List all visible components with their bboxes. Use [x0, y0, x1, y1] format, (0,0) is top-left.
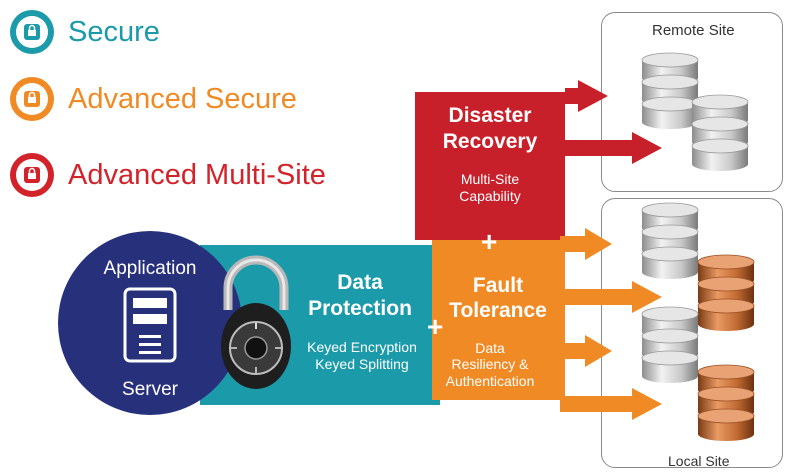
legend-advanced-multi-site: Advanced Multi-Site	[10, 153, 326, 197]
legend-label-advanced-secure: Advanced Secure	[68, 82, 297, 115]
disaster-recovery-sub-2: Capability	[459, 188, 521, 204]
server-label: Server	[122, 379, 178, 400]
legend-label-advanced-multi-site: Advanced Multi-Site	[68, 158, 326, 191]
data-protection-title-1: Data	[337, 271, 383, 294]
orange-arrow-1	[560, 228, 612, 260]
legend-advanced-secure: Advanced Secure	[10, 77, 297, 121]
data-protection-sub-2: Keyed Splitting	[315, 356, 409, 372]
plus-sign-middle: +	[427, 311, 444, 342]
database-icon	[697, 364, 755, 442]
database-icon	[641, 52, 699, 130]
legend-label-secure: Secure	[68, 15, 160, 48]
database-icon	[697, 254, 755, 332]
fault-tolerance-sub-1: Data	[475, 340, 505, 356]
server-icon	[123, 287, 177, 363]
fault-tolerance-block	[432, 240, 565, 400]
disaster-recovery-title-2: Recovery	[442, 130, 538, 153]
application-label: Application	[103, 258, 197, 279]
fault-tolerance-sub-3: Authentication	[445, 373, 535, 389]
fault-tolerance-title-1: Fault	[472, 274, 524, 297]
data-protection-title-2: Protection	[308, 297, 412, 320]
padlock-icon	[221, 255, 291, 389]
database-lock-icon	[10, 10, 54, 54]
disaster-recovery-sub-1: Multi-Site	[460, 171, 520, 187]
database-lock-icon	[10, 77, 54, 121]
plus-sign-top: +	[481, 226, 498, 257]
database-icon	[641, 306, 699, 384]
local-site-label: Local Site	[668, 453, 730, 469]
database-lock-icon	[10, 153, 54, 197]
disaster-recovery-title-1: Disaster	[448, 104, 532, 127]
remote-site-label: Remote Site	[652, 22, 735, 39]
database-icon	[641, 202, 699, 280]
data-protection-sub-1: Keyed Encryption	[307, 339, 417, 355]
red-arrow-lower	[565, 132, 662, 164]
legend-secure: Secure	[10, 10, 160, 54]
fault-tolerance-title-2: Tolerance	[449, 299, 547, 322]
orange-arrow-3	[560, 335, 612, 367]
disaster-recovery-block	[415, 92, 565, 240]
orange-arrow-4	[560, 388, 662, 420]
orange-arrow-2	[560, 281, 662, 313]
red-arrow-upper	[565, 80, 608, 112]
fault-tolerance-sub-2: Resiliency &	[451, 356, 529, 372]
database-icon	[691, 94, 749, 172]
